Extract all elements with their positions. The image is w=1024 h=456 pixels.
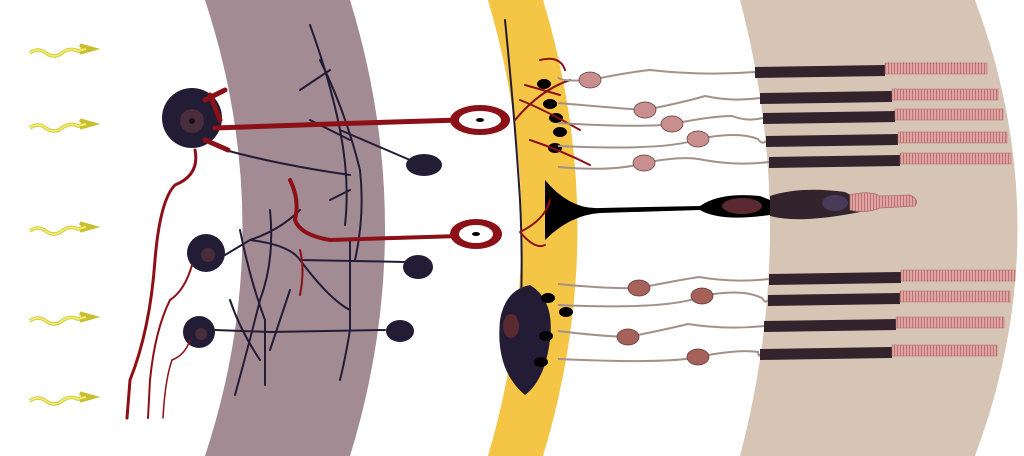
bipolar-nucleus xyxy=(541,293,555,303)
rod-outer-segment xyxy=(897,131,1008,144)
bipolar-nucleus xyxy=(539,331,553,341)
blood-vessel xyxy=(288,178,462,243)
rod-inner-segment xyxy=(769,155,900,168)
rod-outer-segment xyxy=(899,152,1012,165)
rod-outer-segment xyxy=(900,269,1016,282)
rod-inner-segment xyxy=(766,134,898,147)
blood-vessel xyxy=(147,264,193,419)
nerve-fiber-layer xyxy=(205,0,385,456)
rod-nucleus xyxy=(660,115,684,133)
rod-outer-segment xyxy=(891,88,999,101)
bipolar-nucleus xyxy=(534,357,548,367)
bipolar-nucleus xyxy=(537,79,551,89)
rod-outer-segment xyxy=(891,344,998,357)
nucleus xyxy=(195,328,207,340)
rod-outer-segment xyxy=(895,316,1005,329)
dendrite xyxy=(234,209,273,396)
dendrite xyxy=(239,229,266,386)
rod-inner-segment xyxy=(764,319,896,332)
light-arrow-icon xyxy=(29,316,87,325)
blood-cell xyxy=(476,118,484,122)
blood-vessel xyxy=(162,339,191,419)
nucleus xyxy=(503,314,519,338)
rod-axon xyxy=(557,322,765,339)
cone-nucleus xyxy=(822,195,848,211)
amacrine-cell-body xyxy=(386,320,414,342)
dendrite xyxy=(319,59,363,261)
amacrine-cell-body xyxy=(403,255,433,279)
cone-outer-segment xyxy=(849,192,917,212)
dendrite xyxy=(339,129,411,161)
light-arrow-icon xyxy=(29,396,87,405)
rod-inner-segment xyxy=(760,347,892,360)
blood-vessel xyxy=(299,249,304,296)
dendrite xyxy=(224,149,351,176)
rod-nucleus xyxy=(627,279,651,297)
rod-axon xyxy=(557,157,770,170)
rod-axon xyxy=(557,291,769,308)
bipolar-cell-axon xyxy=(545,180,770,240)
blood-vessel xyxy=(514,57,591,166)
nucleolus xyxy=(189,118,195,124)
rod-axon xyxy=(557,114,764,127)
blood-vessel xyxy=(202,87,231,153)
rod-axon xyxy=(557,134,767,149)
amacrine-cell-body xyxy=(406,154,442,176)
rod-nucleus xyxy=(633,101,657,119)
rod-axon xyxy=(557,350,761,363)
dendrite xyxy=(214,329,386,334)
nucleus xyxy=(722,198,762,214)
rod-inner-segment xyxy=(768,293,900,306)
horizontal-cell-body xyxy=(499,285,551,395)
bipolar-nucleus xyxy=(559,307,573,317)
rod-inner-segment xyxy=(755,65,885,78)
rod-nucleus xyxy=(578,71,602,89)
rod-nucleus xyxy=(686,130,710,148)
rod-inner-segment xyxy=(769,272,901,285)
bipolar-nucleus xyxy=(543,99,557,109)
rod-nucleus xyxy=(690,287,714,305)
blood-vessel xyxy=(519,199,551,248)
nucleus xyxy=(201,248,215,262)
rod-outer-segment xyxy=(884,62,988,75)
rod-nucleus xyxy=(686,348,710,366)
dendrite xyxy=(229,239,351,381)
rod-outer-segment xyxy=(894,108,1004,121)
rod-outer-segment xyxy=(899,290,1011,303)
rod-nucleus xyxy=(616,328,640,346)
blood-cell xyxy=(472,232,480,236)
rod-inner-segment xyxy=(760,91,892,104)
rod-inner-segment xyxy=(763,111,895,124)
rod-nucleus xyxy=(632,154,656,172)
blood-vessel xyxy=(125,148,198,420)
blood-vessel xyxy=(212,117,463,131)
light-arrow-icon xyxy=(29,226,87,235)
bipolar-nucleus xyxy=(553,127,567,137)
light-arrow-icon xyxy=(29,48,87,57)
rod-axon xyxy=(557,68,756,82)
rod-axon xyxy=(557,94,761,112)
rod-axon xyxy=(557,275,770,290)
light-arrow-icon xyxy=(29,123,87,132)
